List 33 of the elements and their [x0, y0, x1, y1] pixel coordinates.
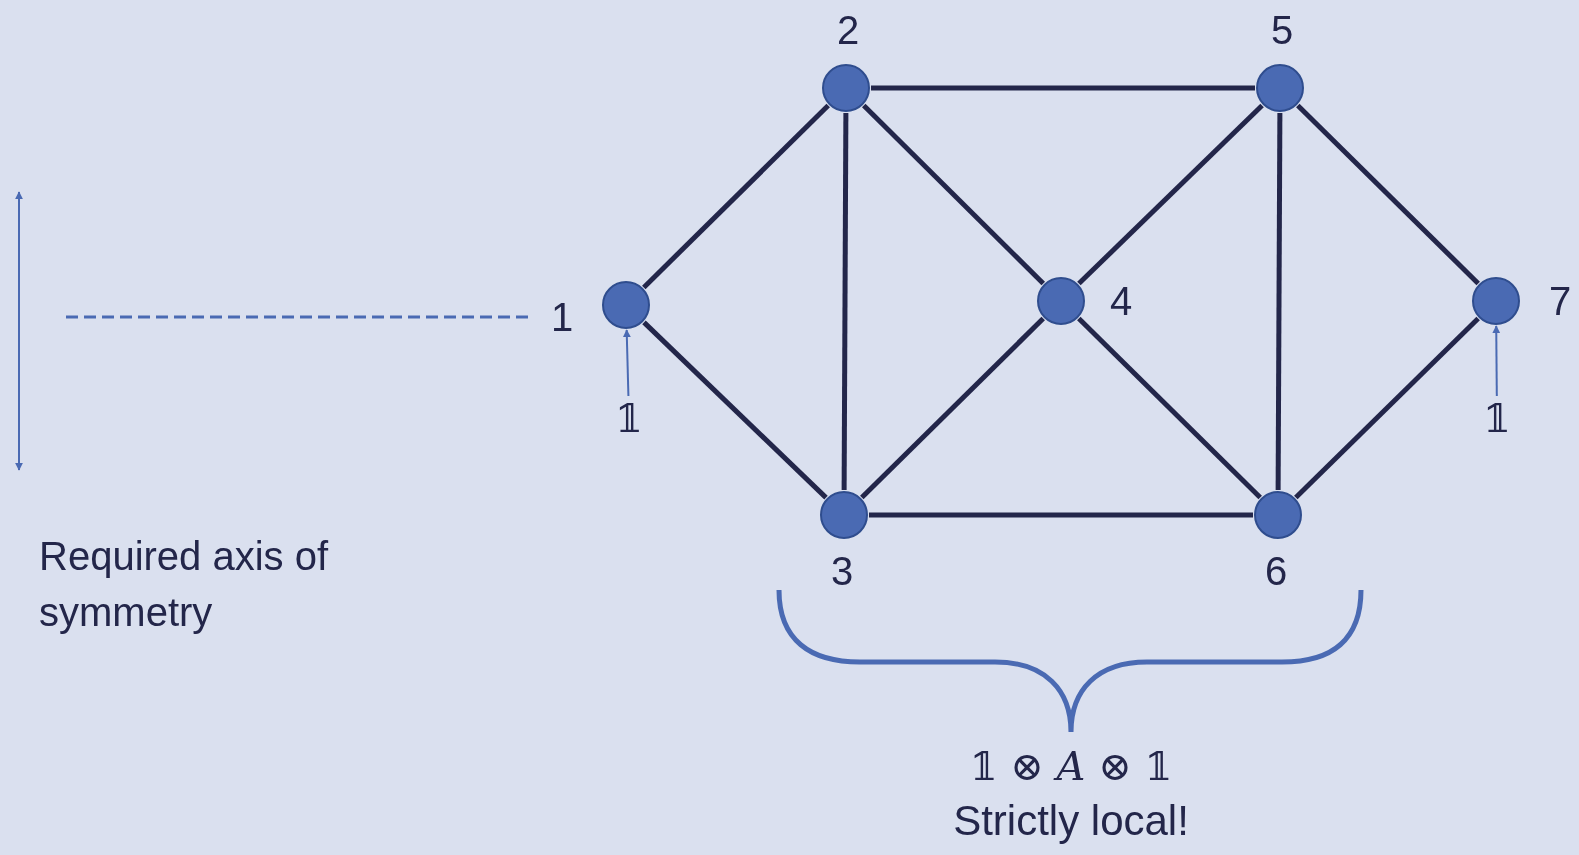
- axis-caption: Required axis of symmetry: [39, 533, 330, 636]
- vertex-label: 1: [550, 297, 574, 337]
- connector-line: [869, 512, 1253, 518]
- connector-line: [642, 103, 830, 290]
- vertex-label: 6: [1264, 551, 1288, 591]
- connector-line: [1294, 316, 1480, 500]
- vertex-label: 7: [1548, 281, 1572, 321]
- arrow: [622, 329, 631, 397]
- identity-symbol: 𝟙: [611, 396, 647, 440]
- connector-line: [862, 103, 1045, 286]
- connector-line: [1296, 103, 1480, 286]
- connector-line: [1275, 113, 1283, 490]
- connector-line: [642, 320, 828, 500]
- graph-vertex: [602, 281, 650, 329]
- vertex-label: 5: [1270, 10, 1294, 50]
- vertex-label: 2: [836, 10, 860, 50]
- operator-formula: 𝟙 ⊗ A ⊗ 𝟙: [968, 746, 1174, 786]
- graph-vertex: [1037, 277, 1085, 325]
- graph-vertex: [820, 491, 868, 539]
- connector-line: [1077, 316, 1262, 500]
- vertex-label: 4: [1109, 281, 1133, 321]
- identity-symbol: 𝟙: [1479, 396, 1515, 440]
- graph-vertex: [822, 64, 870, 112]
- graph-vertex: [1254, 491, 1302, 539]
- connector-line: [871, 85, 1255, 91]
- arrow: [1492, 325, 1501, 397]
- note-text: Strictly local!: [952, 800, 1190, 842]
- connector-line: [1077, 103, 1264, 286]
- vertex-label: 3: [830, 551, 854, 591]
- connector-line: [841, 113, 849, 490]
- graph-vertex: [1472, 277, 1520, 325]
- connector-line: [860, 316, 1045, 500]
- graph-vertex: [1256, 64, 1304, 112]
